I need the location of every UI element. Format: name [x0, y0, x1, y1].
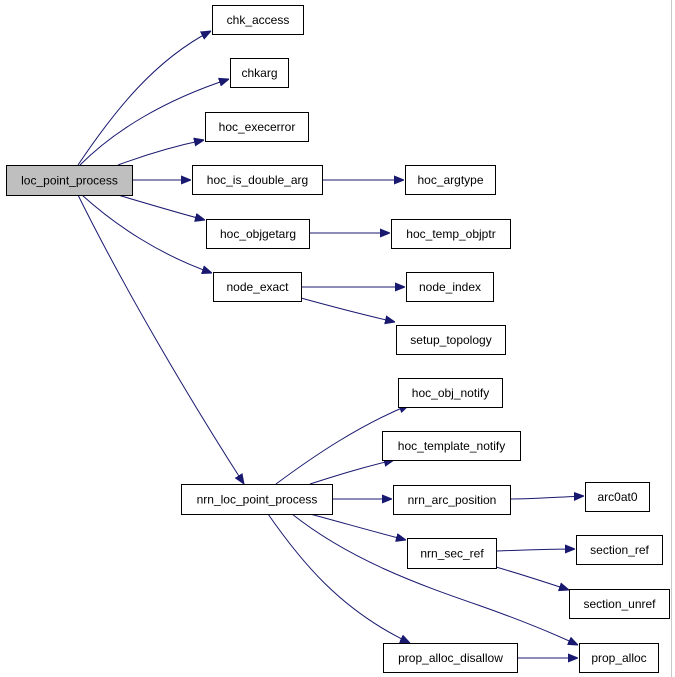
- edge-nrn-arc-position-to-arc0at0: [509, 496, 584, 499]
- edge-loc-point-process-to-hoc-execerror: [117, 140, 204, 166]
- edge-nrn-loc-point-process-to-hoc-template-notify: [309, 460, 394, 485]
- node-box: [396, 325, 506, 355]
- node-box: [391, 219, 511, 249]
- node-hoc-is-double-arg[interactable]: hoc_is_double_arg: [192, 165, 323, 195]
- node-label: section_ref: [590, 543, 649, 557]
- node-label: node_exact: [226, 280, 289, 294]
- node-hoc-objgetarg[interactable]: hoc_objgetarg: [206, 219, 310, 249]
- node-nrn-arc-position[interactable]: nrn_arc_position: [393, 485, 511, 515]
- edge-nrn-sec-ref-to-section-unref: [495, 566, 569, 590]
- node-node-index[interactable]: node_index: [406, 272, 494, 302]
- node-label: setup_topology: [410, 333, 491, 347]
- node-prop-alloc-disallow[interactable]: prop_alloc_disallow: [383, 643, 518, 673]
- node-box: [6, 165, 133, 196]
- node-chk-access[interactable]: chk_access: [212, 5, 304, 35]
- node-box: [398, 378, 503, 408]
- node-box: [206, 219, 310, 249]
- edge-nrn-sec-ref-to-section-ref: [495, 549, 575, 551]
- node-hoc-execerror[interactable]: hoc_execerror: [205, 112, 309, 142]
- node-label: hoc_obj_notify: [412, 386, 489, 400]
- node-box: [230, 58, 289, 88]
- node-label: hoc_is_double_arg: [207, 173, 308, 187]
- node-box: [405, 165, 496, 195]
- node-hoc-argtype[interactable]: hoc_argtype: [405, 165, 496, 195]
- node-label: loc_point_process: [21, 174, 118, 188]
- node-box: [181, 484, 333, 515]
- edge-nrn-loc-point-process-to-hoc-obj-notify: [275, 405, 409, 485]
- node-label: nrn_sec_ref: [420, 547, 484, 561]
- edge-loc-point-process-to-nrn-loc-point-process: [77, 194, 244, 484]
- node-arc0at0[interactable]: arc0at0: [585, 482, 650, 512]
- edges: [77, 31, 584, 658]
- edge-node-exact-to-setup-topology: [300, 297, 395, 322]
- node-label: prop_alloc_disallow: [398, 651, 503, 665]
- node-box: [579, 643, 659, 673]
- node-box: [576, 535, 663, 565]
- node-label: chkarg: [241, 66, 277, 80]
- node-section-unref[interactable]: section_unref: [569, 589, 670, 619]
- node-label: prop_alloc: [591, 651, 646, 665]
- node-label: nrn_loc_point_process: [197, 493, 318, 507]
- node-hoc-obj-notify[interactable]: hoc_obj_notify: [398, 378, 503, 408]
- node-label: arc0at0: [597, 490, 637, 504]
- node-box: [383, 643, 518, 673]
- node-nrn-loc-point-process[interactable]: nrn_loc_point_process: [181, 484, 333, 515]
- node-label: hoc_argtype: [417, 173, 483, 187]
- node-label: hoc_objgetarg: [220, 227, 296, 241]
- node-box: [382, 431, 521, 461]
- node-label: hoc_temp_objptr: [406, 227, 495, 241]
- edge-loc-point-process-to-chkarg: [79, 79, 229, 166]
- node-hoc-template-notify[interactable]: hoc_template_notify: [382, 431, 521, 461]
- node-label: node_index: [419, 280, 481, 294]
- node-box: [569, 589, 670, 619]
- edge-loc-point-process-to-chk-access: [77, 31, 211, 166]
- node-box: [585, 482, 650, 512]
- node-box: [192, 165, 323, 195]
- node-box: [213, 272, 302, 302]
- node-box: [407, 538, 497, 569]
- node-box: [212, 5, 304, 35]
- node-prop-alloc[interactable]: prop_alloc: [579, 643, 659, 673]
- node-box: [393, 485, 511, 515]
- edge-loc-point-process-to-node-exact: [81, 194, 212, 273]
- edge-nrn-loc-point-process-to-nrn-sec-ref: [309, 513, 406, 540]
- node-box: [406, 272, 494, 302]
- node-label: hoc_template_notify: [398, 439, 505, 453]
- node-chkarg[interactable]: chkarg: [230, 58, 289, 88]
- node-hoc-temp-objptr[interactable]: hoc_temp_objptr: [391, 219, 511, 249]
- edge-loc-point-process-to-hoc-objgetarg: [117, 194, 205, 220]
- node-section-ref[interactable]: section_ref: [576, 535, 663, 565]
- node-box: [205, 112, 309, 142]
- node-label: chk_access: [227, 13, 290, 27]
- node-label: hoc_execerror: [219, 120, 296, 134]
- node-nrn-sec-ref[interactable]: nrn_sec_ref: [407, 538, 497, 569]
- edge-nrn-loc-point-process-to-prop-alloc-disallow: [267, 513, 410, 643]
- node-label: section_unref: [583, 597, 656, 611]
- node-setup-topology[interactable]: setup_topology: [396, 325, 506, 355]
- node-loc-point-process[interactable]: loc_point_process: [6, 165, 133, 196]
- node-node-exact[interactable]: node_exact: [213, 272, 302, 302]
- edge-nrn-loc-point-process-to-prop-alloc: [291, 513, 578, 645]
- node-label: nrn_arc_position: [408, 493, 497, 507]
